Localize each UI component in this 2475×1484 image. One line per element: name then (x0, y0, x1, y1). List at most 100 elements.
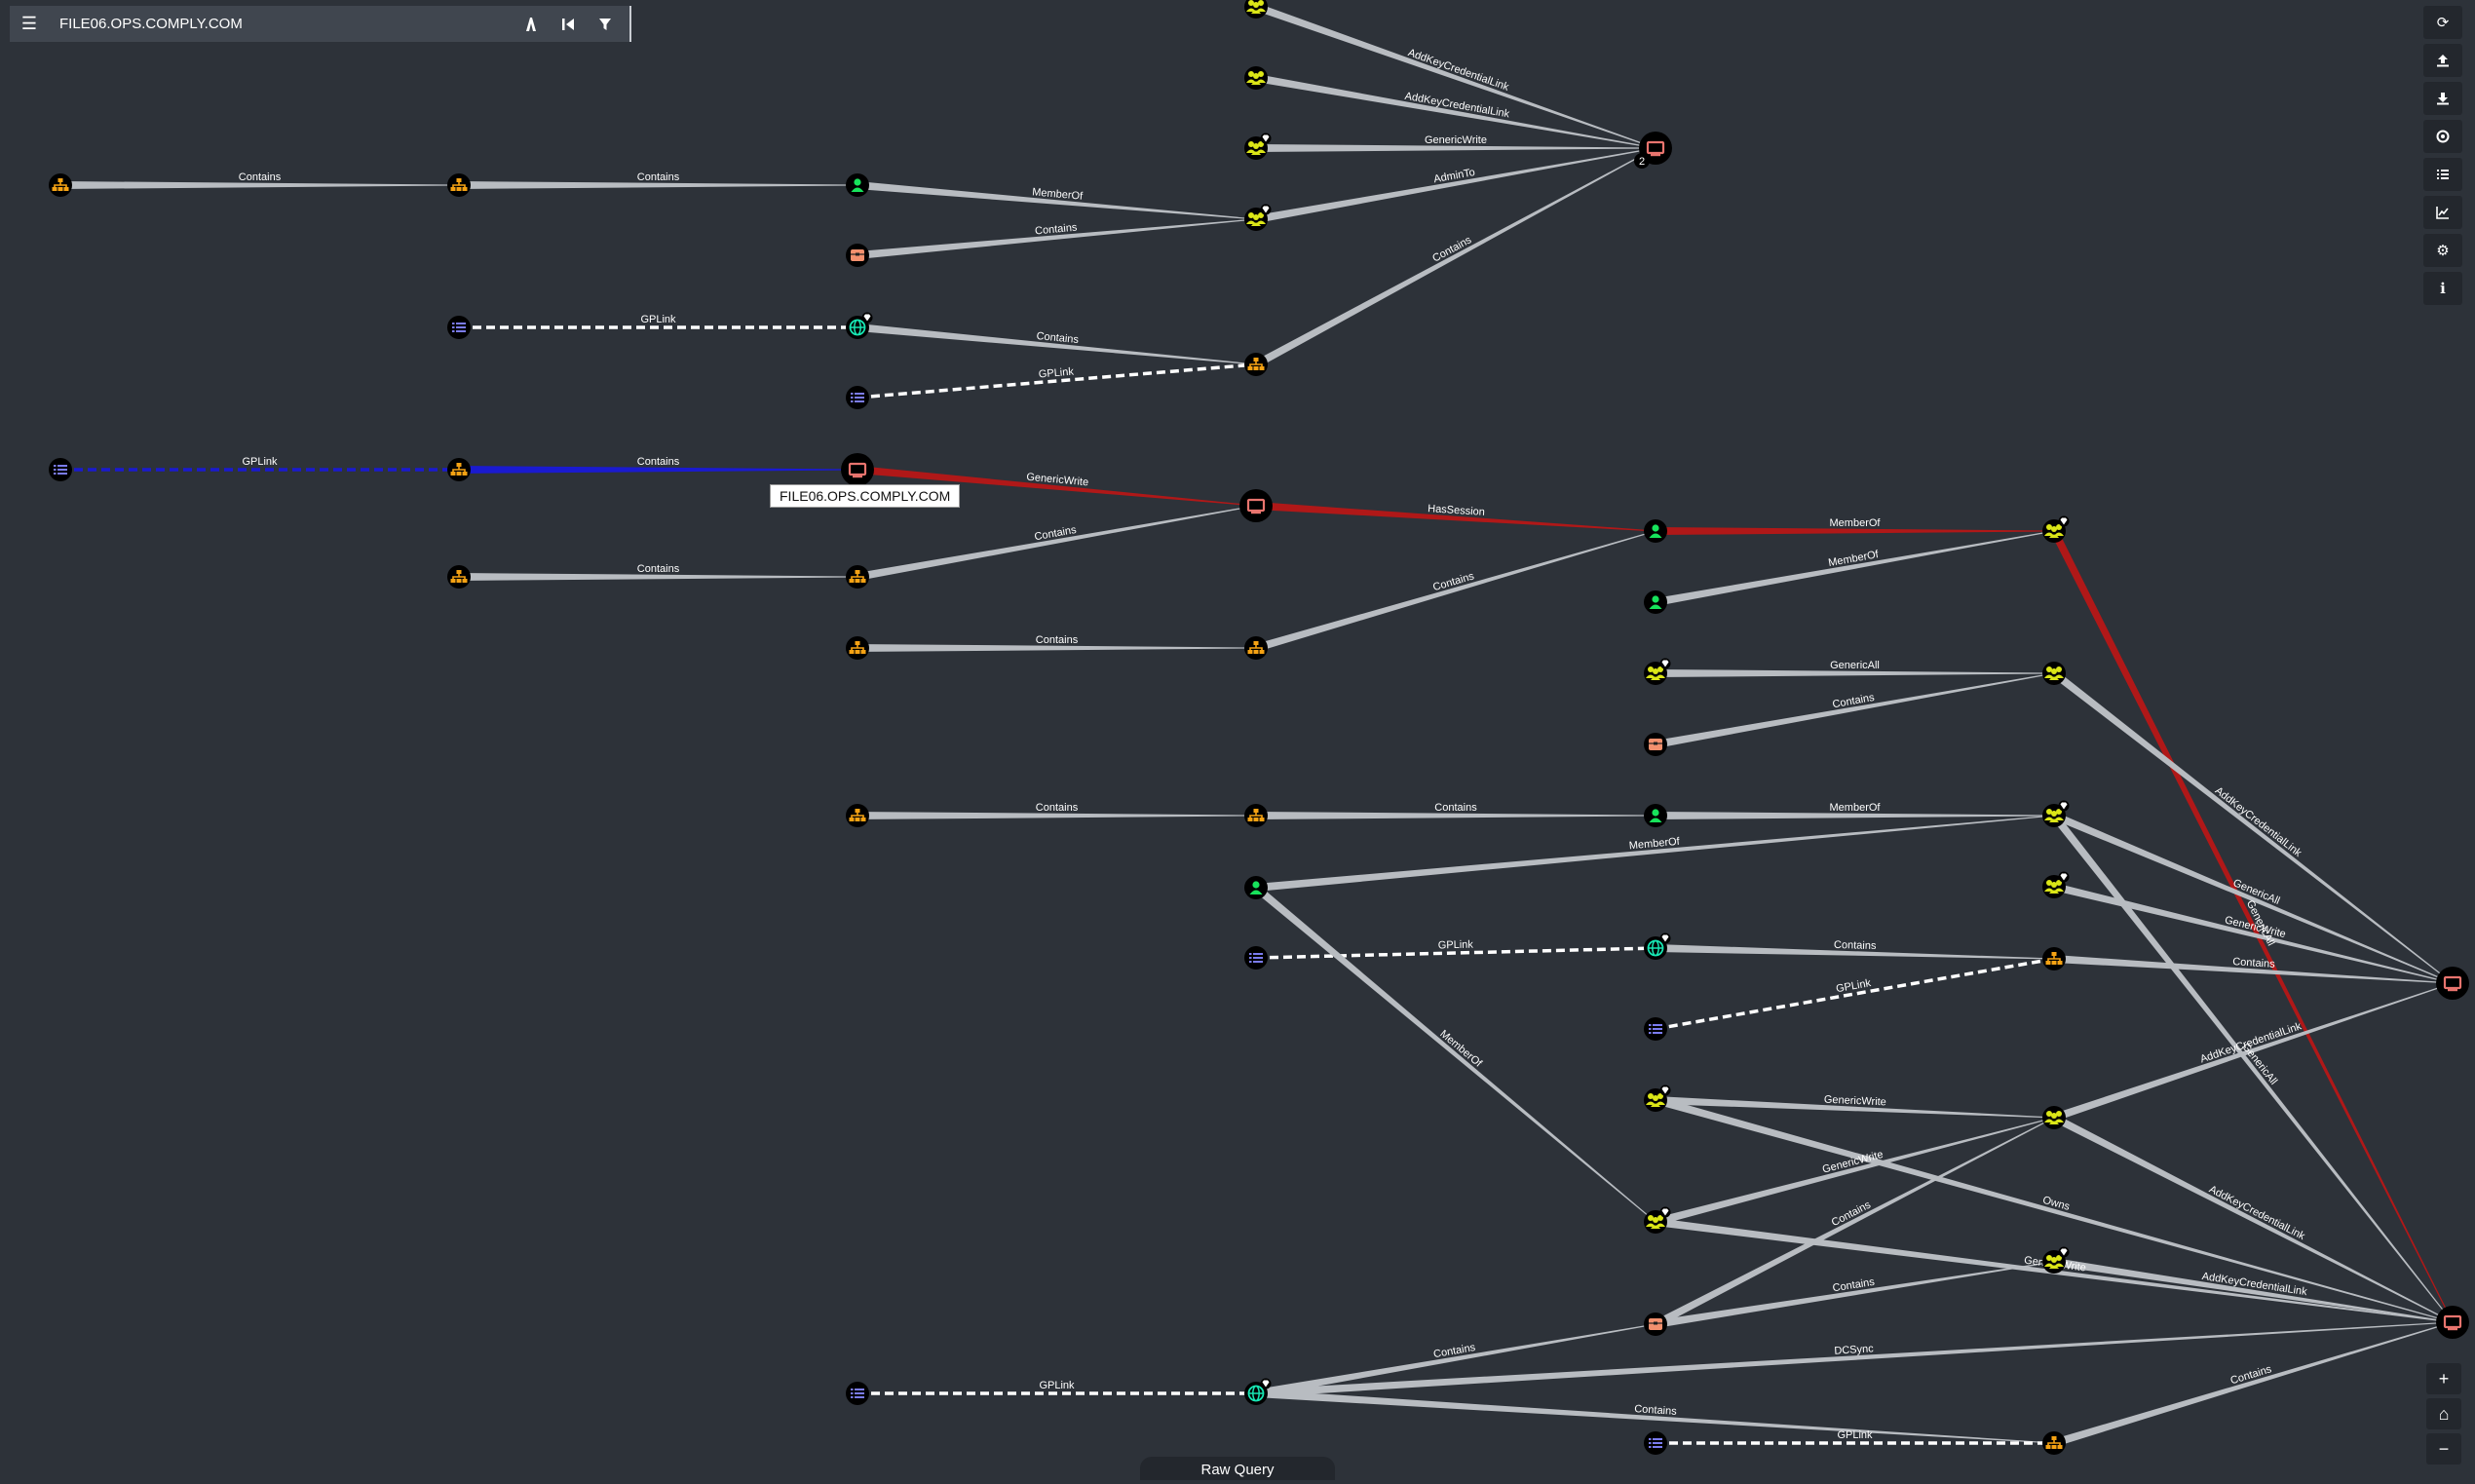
node-container[interactable] (846, 244, 869, 267)
node-user[interactable] (846, 173, 869, 197)
node-group[interactable] (1244, 133, 1272, 161)
edge-contains[interactable] (1655, 672, 2055, 748)
edge-contains[interactable] (2053, 955, 2454, 984)
refresh-button[interactable]: ⟳ (2423, 6, 2462, 39)
filter-icon[interactable] (587, 6, 624, 42)
node-group[interactable] (1644, 1084, 1671, 1113)
edge-contains[interactable] (60, 181, 459, 189)
edge-contains[interactable] (1255, 1389, 2055, 1444)
edge-memberof[interactable] (1253, 884, 1656, 1223)
node-group[interactable] (2042, 515, 2070, 544)
edge-memberof[interactable] (1255, 815, 2055, 892)
node-user[interactable] (1644, 804, 1667, 827)
zoom-out-button[interactable]: − (2426, 1433, 2461, 1465)
search-input[interactable] (49, 5, 513, 43)
edge-contains[interactable] (857, 812, 1256, 819)
edge-contains[interactable] (1255, 1323, 1656, 1397)
edge-genericall[interactable] (2050, 813, 2454, 1323)
edge-contains[interactable] (1254, 147, 1656, 368)
edge-contains[interactable] (1256, 812, 1656, 819)
edge-addkeycredentiallink[interactable] (1255, 74, 1656, 149)
edge-genericall[interactable] (2052, 812, 2454, 984)
edge-addkeycredentiallink[interactable] (1254, 3, 1656, 149)
edge-genericall[interactable] (2050, 529, 2454, 1323)
node-ou[interactable] (846, 565, 869, 589)
node-gpo[interactable] (846, 386, 869, 409)
edge-contains[interactable] (459, 573, 857, 581)
chart-button[interactable] (2423, 196, 2462, 229)
edge-contains[interactable] (857, 644, 1256, 652)
edge-contains[interactable] (459, 181, 857, 189)
node-ou[interactable] (2042, 1431, 2066, 1455)
download-button[interactable] (2423, 82, 2462, 115)
edge-gplink[interactable] (1255, 946, 1656, 960)
edge-memberof[interactable] (1656, 812, 2054, 819)
edge-owns[interactable] (1654, 1096, 2454, 1323)
node-ou[interactable] (1244, 353, 1268, 376)
edge-addkeycredentiallink[interactable] (2052, 1114, 2454, 1323)
pathfinding-icon[interactable] (513, 6, 550, 42)
node-group[interactable] (1644, 658, 1671, 686)
edge-memberof[interactable] (1656, 527, 2054, 535)
node-group[interactable] (2042, 662, 2066, 685)
node-ou[interactable] (49, 173, 72, 197)
node-gpo[interactable] (447, 316, 471, 339)
node-gpo[interactable] (1644, 1431, 1667, 1455)
raw-query-button[interactable]: Raw Query (1140, 1457, 1335, 1480)
node-container[interactable] (1644, 733, 1667, 756)
edge-addkeycredentiallink[interactable] (2053, 1258, 2454, 1323)
edge-genericwrite[interactable] (1655, 1096, 2055, 1119)
node-computer[interactable] (2436, 967, 2469, 1000)
node-gpo[interactable] (1244, 946, 1268, 970)
edge-dcsync[interactable] (1255, 1321, 2454, 1397)
edge-contains[interactable] (1254, 530, 1656, 652)
node-domain[interactable] (1644, 932, 1671, 961)
node-group[interactable] (1244, 66, 1268, 90)
node-ou[interactable] (846, 636, 869, 660)
node-group[interactable] (2042, 1246, 2070, 1275)
edge-genericwrite[interactable] (2053, 883, 2454, 984)
target-button[interactable] (2423, 120, 2462, 153)
node-group[interactable] (1244, 204, 1272, 232)
edge-genericwrite[interactable] (1654, 1117, 2055, 1226)
edge-memberof[interactable] (857, 181, 1257, 220)
edge-contains[interactable] (1655, 1261, 2055, 1328)
node-group[interactable] (1644, 1206, 1671, 1235)
upload-button[interactable] (2423, 44, 2462, 77)
edge-gplink[interactable] (1655, 957, 2055, 1031)
node-group[interactable] (2042, 800, 2070, 828)
node-computer[interactable] (2436, 1306, 2469, 1339)
node-group[interactable] (2042, 1106, 2066, 1129)
node-gpo[interactable] (1644, 1017, 1667, 1041)
edge-contains[interactable] (857, 218, 1257, 259)
node-ou[interactable] (846, 804, 869, 827)
node-container[interactable] (1644, 1313, 1667, 1336)
edge-contains[interactable] (857, 323, 1257, 365)
edge-contains[interactable] (1655, 944, 2055, 960)
node-computer[interactable] (1239, 489, 1273, 522)
node-gpo[interactable] (846, 1382, 869, 1405)
node-ou[interactable] (447, 458, 471, 481)
node-ou[interactable] (1244, 636, 1268, 660)
node-computer[interactable] (841, 453, 874, 486)
node-user[interactable] (1244, 876, 1268, 899)
node-ou[interactable] (2042, 947, 2066, 970)
node-group[interactable] (2042, 871, 2070, 899)
node-ou[interactable] (447, 565, 471, 589)
info-button[interactable]: ℹ (2423, 272, 2462, 305)
node-user[interactable] (1644, 590, 1667, 614)
edge-genericwrite[interactable] (1256, 144, 1656, 152)
node-computer[interactable]: 2 (1634, 132, 1672, 169)
node-domain[interactable] (846, 312, 873, 340)
edge-contains[interactable] (459, 466, 857, 474)
zoom-home-button[interactable]: ⌂ (2426, 1398, 2461, 1429)
list-button[interactable] (2423, 158, 2462, 191)
edge-adminto[interactable] (1255, 147, 1656, 223)
edge-contains[interactable] (857, 505, 1257, 581)
edge-addkeycredentiallink[interactable] (2051, 669, 2454, 984)
node-gpo[interactable] (49, 458, 72, 481)
edge-genericall[interactable] (1656, 669, 2054, 677)
node-user[interactable] (1644, 519, 1667, 543)
node-ou[interactable] (447, 173, 471, 197)
edge-contains[interactable] (2052, 1321, 2454, 1447)
